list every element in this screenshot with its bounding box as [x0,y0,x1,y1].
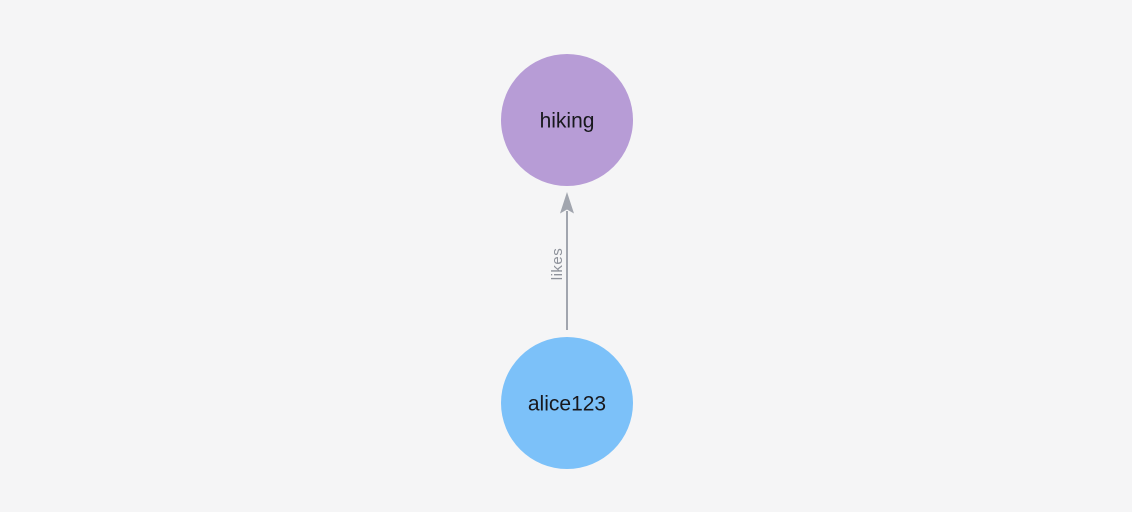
edge-arrowhead-icon [560,192,574,214]
edge-label[interactable]: likes [549,248,566,281]
node-circle-alice123[interactable] [501,337,633,469]
edge-alice123-likes-hiking[interactable]: likes [549,192,574,330]
node-hiking[interactable]: hiking [501,54,633,186]
node-alice123[interactable]: alice123 [501,337,633,469]
node-circle-hiking[interactable] [501,54,633,186]
